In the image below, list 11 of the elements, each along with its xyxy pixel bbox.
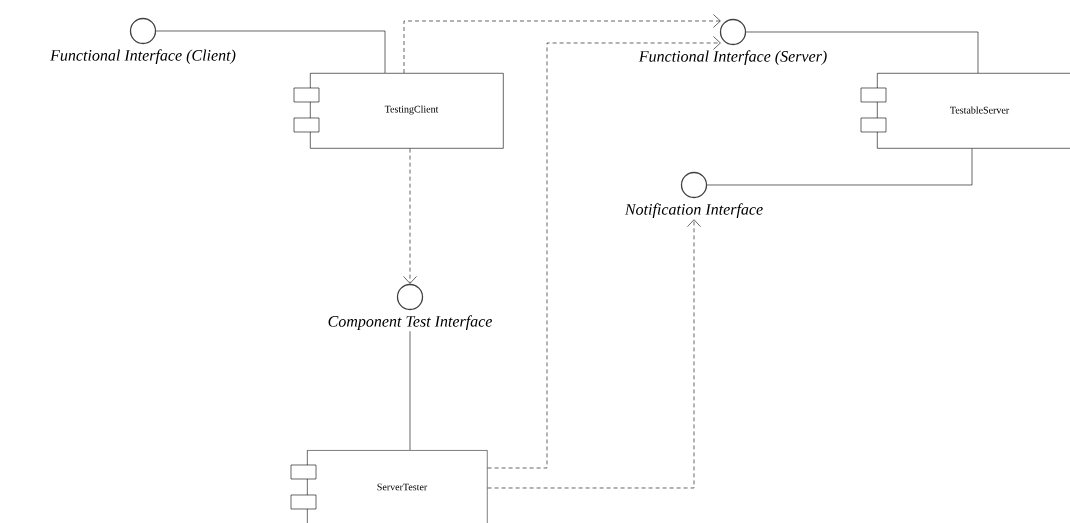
connector-line: [706, 148, 973, 186]
connector-line: [155, 30, 386, 74]
connector-line: [409, 330, 411, 451]
dependency-arrow: [487, 36, 721, 469]
connector-line: [745, 31, 979, 74]
dependency-arrow: [403, 14, 721, 74]
dependency-arrow: [487, 219, 701, 489]
component-box: ServerTester: [290, 450, 488, 523]
component-box: TestableServer: [860, 73, 1070, 149]
component-box: TestingClient: [293, 73, 504, 149]
dependency-arrow: [403, 148, 417, 284]
